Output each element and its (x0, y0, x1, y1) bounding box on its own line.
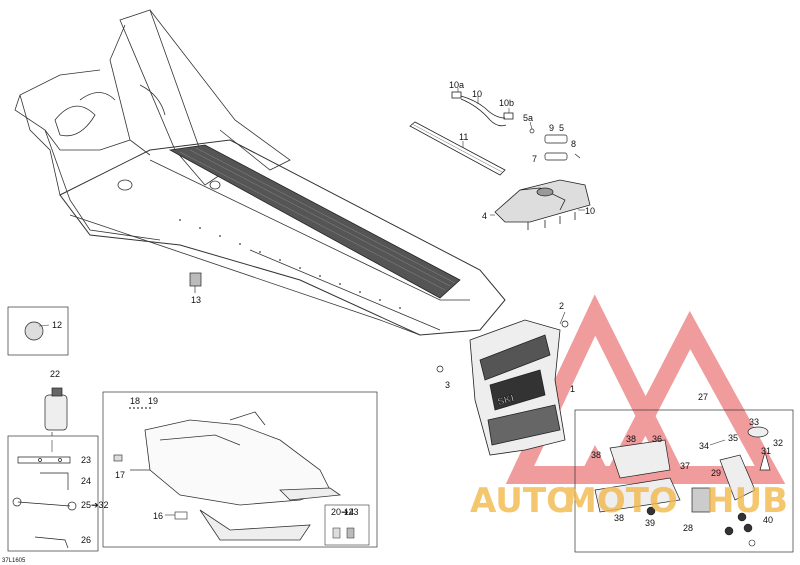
svg-text:SKI: SKI (496, 393, 515, 408)
callout-11: 11 (459, 132, 468, 142)
callout-30: 33 (749, 417, 759, 427)
callout-5: 5 (559, 123, 564, 133)
callout-34: 37 (680, 461, 690, 471)
callout-24: 26 (81, 535, 91, 545)
callout-37: 38 (626, 434, 636, 444)
watermark-moto: MOTO (563, 481, 678, 521)
callout-31: 34 (699, 441, 709, 451)
toolkit-box (7, 435, 99, 552)
watermark-auto: AUTO (470, 481, 575, 521)
callout-27: 29 (711, 468, 721, 478)
hitch-box (574, 409, 794, 553)
callout-labels: 10a 10 10b 5a 9 5 8 7 11 4 10 13 2 3 1 1… (2, 80, 783, 564)
snowflap-1: SKI (469, 319, 566, 456)
callout-10b: 10b (499, 98, 514, 108)
box-12 (7, 306, 69, 356)
callout-26: 28 (683, 523, 693, 533)
callout-16: 17 (115, 470, 125, 480)
tool-21 (17, 456, 71, 464)
callout-33: 36 (652, 434, 662, 444)
callout-5a: 5a (523, 113, 533, 123)
tool-22 (40, 472, 69, 490)
callout-18: 19 (148, 396, 158, 406)
callout-25-32: 27 (698, 392, 708, 402)
callout-13: 13 (191, 295, 201, 305)
callout-32: 35 (728, 433, 738, 443)
callout-12: 12 (52, 320, 62, 330)
callout-28: 31 (761, 446, 771, 456)
callout-4: 4 (482, 211, 487, 221)
callout-8: 9 (549, 123, 554, 133)
callout-21: 23 (81, 455, 91, 465)
callout-9: 10 (585, 206, 595, 216)
callout-10: 10 (472, 89, 482, 99)
oil-bottle-20 (44, 387, 68, 436)
callout-22: 24 (81, 476, 91, 486)
callout-1: 1 (570, 384, 575, 394)
callout-2: 2 (559, 301, 564, 311)
watermark-text: AUTO MOTO HUB (470, 481, 788, 521)
callout-6: 7 (532, 154, 537, 164)
sled-box (102, 391, 378, 548)
trim-strip-11 (409, 121, 506, 176)
wiring-harness-10 (451, 91, 514, 127)
callout-15: 16 (153, 511, 163, 521)
callout-36: 38 (591, 450, 601, 460)
watermark-hub: HUB (706, 481, 788, 521)
callout-35: 38 (614, 513, 624, 523)
callout-17: 18 (130, 396, 140, 406)
callout-29: 32 (773, 438, 783, 448)
bracket-13 (189, 272, 202, 293)
tunnel-strip (168, 144, 461, 299)
drawing-id: 37L1605 (2, 558, 26, 564)
callout-14: 14 (344, 507, 354, 517)
callout-19: 20➔23 (331, 507, 359, 517)
callout-38a: 39 (645, 518, 655, 528)
tool-24 (34, 536, 69, 549)
callout-10a: 10a (449, 80, 464, 90)
callout-20-23: 22 (50, 369, 60, 379)
callout-23: 25➔32 (81, 500, 109, 510)
small-brackets-5-8 (529, 128, 581, 161)
callout-3: 3 (445, 380, 450, 390)
tail-part-4 (494, 179, 591, 230)
callout-38b: 40 (763, 515, 773, 525)
callout-7: 8 (571, 139, 576, 149)
wrench-23 (12, 497, 77, 511)
chassis-frame-drawing (14, 9, 506, 336)
